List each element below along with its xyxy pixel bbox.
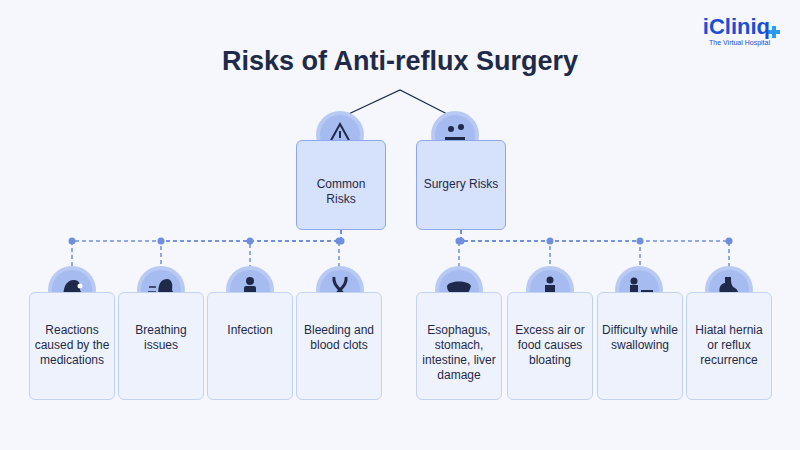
dashed-connector <box>461 230 729 292</box>
logo-text: iCliniq <box>703 14 770 40</box>
risk-box: Infection <box>207 292 293 400</box>
risk-box: Excess air or food causes bloating <box>507 292 593 400</box>
risk-label: Breathing issues <box>123 323 199 353</box>
risk-box: Bleeding and blood clots <box>296 292 382 400</box>
icon-badges <box>48 111 753 314</box>
risk-label: Reactions caused by the medications <box>34 323 110 368</box>
junction-dot <box>158 238 165 245</box>
risk-box: Breathing issues <box>118 292 204 400</box>
category-box: Surgery Risks <box>416 140 506 230</box>
risk-label: Infection <box>212 323 288 338</box>
risk-label: Difficulty while swallowing <box>602 323 678 353</box>
dashed-connector <box>72 230 341 292</box>
risk-label: Hiatal hernia or reflux recurrence <box>691 323 767 368</box>
risk-label: Bleeding and blood clots <box>301 323 377 353</box>
risk-label: Common Risks <box>301 177 381 207</box>
risk-label: Esophagus, stomach, intestine, liver dam… <box>421 323 497 383</box>
junction-dot <box>69 238 76 245</box>
dashed-connector <box>161 230 341 292</box>
risk-label: Surgery Risks <box>421 177 501 192</box>
risk-box: Difficulty while swallowing <box>597 292 683 400</box>
risk-box: Hiatal hernia or reflux recurrence <box>686 292 772 400</box>
risk-box: Reactions caused by the medications <box>29 292 115 400</box>
title-branch <box>340 90 455 118</box>
risk-box: Esophagus, stomach, intestine, liver dam… <box>416 292 502 400</box>
risk-label: Excess air or food causes bloating <box>512 323 588 368</box>
logo-subtitle: The Virtual Hospital <box>709 39 770 46</box>
junction-dot <box>726 238 733 245</box>
dashed-connector <box>461 230 640 292</box>
diagram-title: Risks of Anti-reflux Surgery <box>0 46 800 77</box>
junction-dot <box>336 238 343 245</box>
junction-dot <box>247 238 254 245</box>
category-box: Common Risks <box>296 140 386 230</box>
